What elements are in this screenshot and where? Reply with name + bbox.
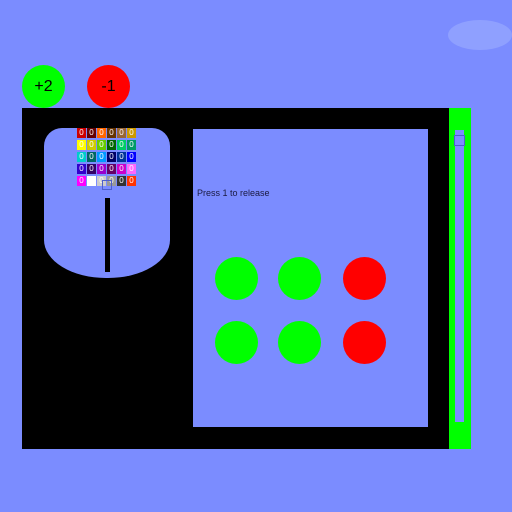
palette-cell[interactable]: 0 [87, 140, 96, 150]
palette-cell[interactable]: 0 [117, 164, 126, 174]
cloud [448, 20, 512, 50]
gauge-handle[interactable] [454, 135, 465, 146]
side-gauge [449, 108, 471, 449]
score-minus-badge: -1 [87, 65, 130, 108]
palette-selector[interactable] [102, 180, 112, 190]
score-minus-label: -1 [101, 77, 116, 95]
palette-cell[interactable]: 0 [77, 140, 86, 150]
score-plus-badge: +2 [22, 65, 65, 108]
ball [278, 321, 321, 364]
palette-cell[interactable]: 0 [97, 176, 106, 186]
palette-cell[interactable]: 0 [127, 140, 136, 150]
palette-cell[interactable]: 0 [127, 164, 136, 174]
palette-cell[interactable]: 0 [117, 176, 126, 186]
palette-cell[interactable]: 0 [127, 176, 136, 186]
palette-cell[interactable]: 0 [127, 128, 136, 138]
palette-cell[interactable]: 0 [77, 152, 86, 162]
ball [343, 257, 386, 300]
play-area: Press 1 to release [193, 129, 428, 427]
release-hint: Press 1 to release [197, 188, 270, 198]
palette-cell[interactable]: 0 [117, 128, 126, 138]
palette-cell[interactable]: 0 [117, 140, 126, 150]
palette-cell[interactable]: 0 [87, 128, 96, 138]
palette-cell[interactable]: 0 [97, 140, 106, 150]
gauge-track [455, 130, 464, 422]
ball [343, 321, 386, 364]
ball [215, 321, 258, 364]
palette-cell[interactable]: 0 [87, 152, 96, 162]
ball [278, 257, 321, 300]
palette-cell[interactable]: 0 [97, 164, 106, 174]
ball [215, 257, 258, 300]
palette-cell[interactable]: 0 [107, 140, 116, 150]
palette-cell[interactable]: 0 [107, 164, 116, 174]
palette-cell[interactable]: 0 [77, 128, 86, 138]
drop-chute [105, 198, 110, 272]
palette-cell[interactable]: 0 [77, 176, 86, 186]
score-plus-label: +2 [34, 77, 53, 95]
palette-cell[interactable]: 0 [87, 164, 96, 174]
palette-cell[interactable]: 0 [117, 152, 126, 162]
palette-cell[interactable]: 0 [97, 152, 106, 162]
palette-cell[interactable]: 0 [77, 164, 86, 174]
palette-cell[interactable]: 0 [127, 152, 136, 162]
palette-cell[interactable]: 0 [97, 128, 106, 138]
palette-cell[interactable]: 0 [107, 152, 116, 162]
palette-cell[interactable]: 0 [107, 128, 116, 138]
palette-cell[interactable]: 0 [87, 176, 96, 186]
